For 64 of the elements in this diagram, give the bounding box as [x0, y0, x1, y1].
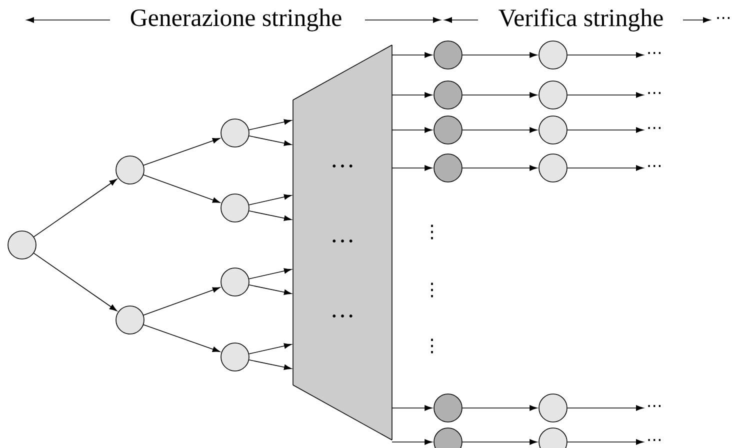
vertical-ellipsis: ⋮ [431, 224, 433, 240]
circle-node [434, 428, 462, 448]
arrow [462, 127, 538, 133]
arrow [462, 92, 538, 98]
arrow [248, 194, 292, 206]
circle-node [220, 268, 250, 296]
span-label: Generazione stringhe [130, 8, 342, 32]
circle-node [434, 154, 462, 182]
arrow [143, 174, 220, 203]
arrow [33, 252, 118, 312]
circle-node [220, 342, 250, 372]
circle-node [538, 394, 568, 422]
circle-node [538, 80, 568, 110]
arrow [248, 268, 292, 280]
arrow [248, 119, 292, 130]
circle-node [538, 154, 568, 182]
ellipsis: ⋯ [648, 92, 660, 94]
arrow [567, 92, 644, 98]
vertical-ellipsis: ⋮ [431, 282, 433, 298]
arrow [248, 210, 292, 221]
circle-node [434, 80, 462, 110]
ellipsis: ⋯ [648, 52, 660, 54]
vertical-ellipsis: ⋮ [431, 338, 433, 354]
circle-node [538, 40, 568, 70]
arrow [143, 287, 220, 316]
arrow [567, 439, 644, 445]
ellipsis: ⋯ [648, 439, 660, 441]
arrow [567, 405, 644, 411]
circle-node [220, 194, 250, 222]
arrow [143, 324, 220, 352]
circle-node [434, 394, 462, 422]
ellipsis: ⋯ [648, 405, 660, 407]
arrow [392, 165, 432, 171]
arrow [462, 439, 538, 445]
arrow [462, 405, 538, 411]
arrow [567, 127, 644, 133]
circle-node [116, 156, 144, 184]
arrow [248, 343, 292, 354]
ellipsis: ⋯ [648, 127, 660, 129]
arrow [567, 52, 644, 58]
arrow [462, 52, 538, 58]
circle-node [8, 230, 36, 260]
circle-node [538, 116, 568, 144]
arrow [392, 439, 432, 445]
circle-node [434, 40, 462, 70]
circle-node [538, 428, 568, 448]
arrow [392, 405, 432, 411]
circle-node [220, 118, 250, 148]
arrow [392, 52, 432, 58]
arrow [248, 360, 292, 370]
arrow [462, 165, 538, 171]
ellipsis: ⋯ [648, 165, 660, 167]
arrow [248, 284, 292, 295]
arrow [392, 127, 432, 133]
ellipsis: ⋯ [717, 17, 730, 19]
arrow [392, 92, 432, 98]
arrow [33, 178, 118, 238]
arrow [567, 165, 644, 171]
span-label: Verifica stringhe [498, 8, 663, 32]
circle-node [434, 116, 462, 144]
circle-node [116, 306, 144, 334]
arrow [248, 136, 292, 146]
trapezoid-block: … … … [292, 44, 392, 440]
arrow [143, 138, 220, 166]
